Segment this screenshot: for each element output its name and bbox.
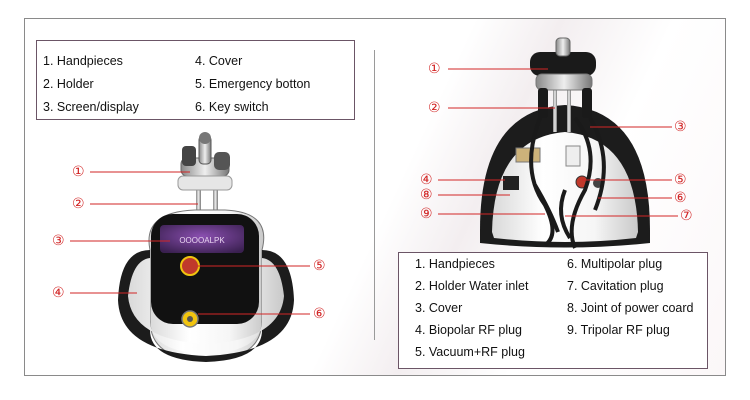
front-device: OOOOALPK (118, 132, 294, 362)
legend-item: 1. Handpieces (43, 54, 123, 68)
plug-panel (565, 145, 581, 167)
cable (533, 183, 560, 233)
handpiece-head (199, 132, 211, 144)
handpiece (555, 37, 571, 57)
holder-rod (553, 60, 557, 132)
callout-marker-3: ③ (52, 233, 65, 249)
callout-marker-1: ① (72, 164, 85, 180)
cable (588, 116, 606, 211)
handpiece (538, 88, 548, 118)
legend-item: 4. Cover (195, 54, 243, 68)
legend-item: 3. Cover (415, 301, 463, 315)
handpiece (530, 52, 596, 76)
callout-marker-2: ② (72, 196, 85, 212)
legend-item: 1. Handpieces (415, 257, 495, 271)
legend-item: 8. Joint of power coard (567, 301, 694, 315)
callout-marker-2: ② (428, 100, 441, 116)
screen-display (160, 225, 244, 253)
cable (559, 189, 572, 240)
legend-item: 3. Screen/display (43, 100, 139, 114)
callout-marker-5: ⑤ (313, 258, 326, 274)
callout-marker-4: ④ (420, 172, 433, 188)
callout-marker-4: ④ (52, 285, 65, 301)
callout-marker-5: ⑤ (674, 172, 687, 188)
screen-text: OOOOALPK (179, 236, 225, 245)
handpiece (214, 152, 230, 170)
power-joint (503, 176, 519, 190)
legend-item: 2. Holder (43, 77, 94, 91)
callout-marker-6: ⑥ (674, 190, 687, 206)
legend-item: 6. Key switch (195, 100, 269, 114)
handpiece (582, 88, 592, 118)
callout-marker-8: ⑧ (420, 187, 433, 203)
handpiece (182, 146, 196, 166)
callout-marker-9: ⑨ (420, 206, 433, 222)
legend-item: 4. Biopolar RF plug (415, 323, 523, 337)
device-base (118, 250, 294, 362)
emergency-button[interactable] (180, 256, 200, 276)
holder-rod (196, 172, 201, 220)
center-divider (374, 50, 375, 340)
cover (128, 258, 284, 354)
holder-rod (567, 60, 571, 132)
legend-front-view: 1. Handpieces 2. Holder 3. Screen/displa… (36, 40, 355, 120)
cable (569, 116, 593, 249)
callout-marker-6: ⑥ (313, 306, 326, 322)
legend-item: 5. Emergency botton (195, 77, 311, 91)
legend-item: 6. Multipolar plug (567, 257, 663, 271)
legend-item: 5. Vacuum+RF plug (415, 345, 525, 359)
callout-marker-3: ③ (674, 119, 687, 135)
callout-marker-1: ① (428, 61, 441, 77)
legend-rear-view: 1. Handpieces 2. Holder Water inlet 3. C… (398, 252, 708, 369)
handpiece-tray (535, 73, 593, 91)
legend-item: 9. Tripolar RF plug (567, 323, 670, 337)
callout-lines (70, 68, 678, 315)
legend-item: 7. Cavitation plug (567, 279, 664, 293)
legend-item: 2. Holder Water inlet (415, 279, 529, 293)
holder-rod (213, 172, 218, 220)
water-inlet (515, 147, 541, 163)
callout-marker-7: ⑦ (680, 208, 693, 224)
handpiece-base (177, 175, 233, 191)
